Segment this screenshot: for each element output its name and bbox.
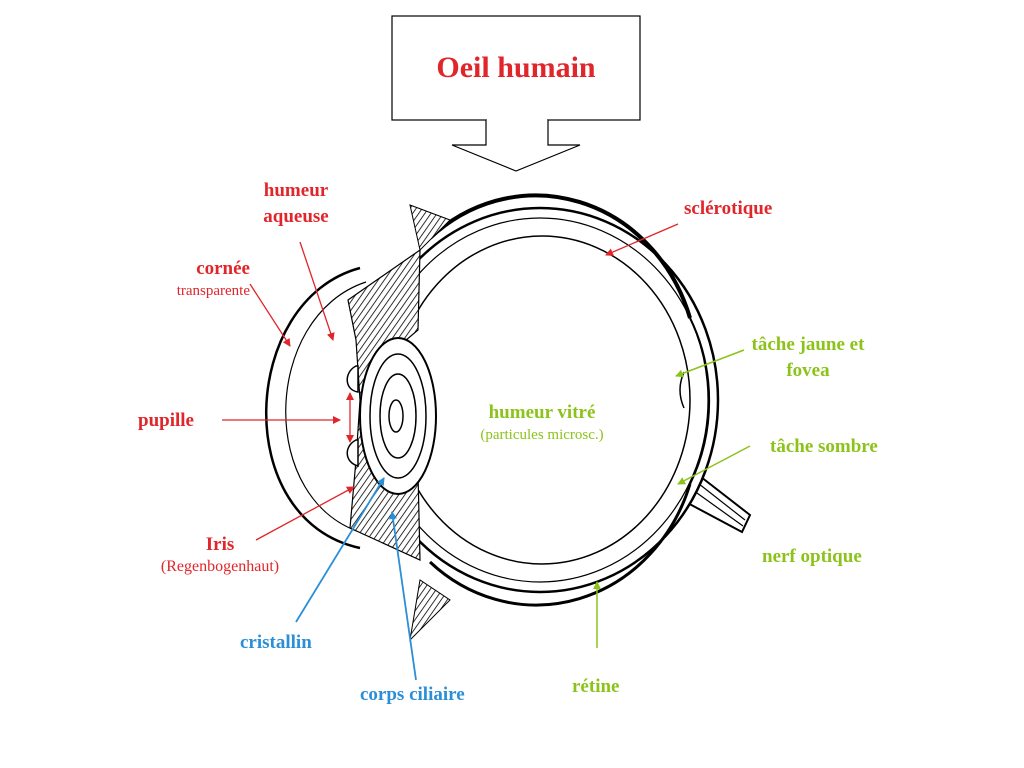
cornee-leader — [249, 283, 291, 347]
page-title: Oeil humain — [436, 51, 596, 84]
lens — [359, 337, 437, 495]
cornea — [265, 266, 361, 550]
label-humeur-vitre: humeur vitré (particules microsc.) — [462, 400, 622, 444]
humeur-vitre-sub-text: (particules microsc.) — [480, 427, 604, 443]
label-cornee: cornée transparente — [130, 256, 250, 300]
label-corps-ciliaire: corps ciliaire — [360, 682, 465, 708]
title-box: Oeil humain — [392, 16, 640, 120]
label-sclerotique: sclérotique — [684, 196, 772, 222]
label-pupille: pupille — [138, 408, 194, 434]
retine-text: rétine — [572, 676, 620, 697]
label-humeur-aqueuse: humeur aqueuse — [244, 178, 348, 230]
cristallin-leader — [295, 477, 385, 623]
tache-sombre-text: tâche sombre — [770, 436, 878, 457]
corps-ciliaire-leader — [389, 511, 417, 681]
humeur-aqueuse-text: humeur aqueuse — [263, 180, 329, 227]
nerf-optique-text: nerf optique — [762, 546, 862, 567]
label-tache-sombre: tâche sombre — [770, 434, 878, 460]
tache-jaune-leader — [675, 349, 745, 378]
label-retine: rétine — [572, 674, 619, 700]
cristallin-text: cristallin — [240, 632, 312, 653]
cornee-text: cornée — [196, 258, 250, 279]
iris-text: Iris — [205, 534, 235, 555]
iris-shape — [346, 365, 359, 393]
label-nerf-optique: nerf optique — [762, 544, 862, 570]
tache-jaune-text: tâche jaune et fovea — [751, 334, 865, 381]
sclerotique-text: sclérotique — [684, 198, 773, 219]
iris-sub-text: (Regenbogenhaut) — [160, 558, 280, 575]
title-callout — [391, 15, 641, 172]
humeur-vitre-text: humeur vitré — [488, 402, 596, 423]
label-iris: Iris (Regenbogenhaut) — [140, 532, 300, 576]
iris-leader — [255, 486, 355, 541]
label-cristallin: cristallin — [240, 630, 312, 656]
retina-band — [428, 193, 692, 319]
leader-lines — [222, 223, 751, 681]
pupille-text: pupille — [138, 410, 194, 431]
tache-sombre-leader — [677, 445, 751, 485]
label-tache-jaune: tâche jaune et fovea — [730, 332, 886, 384]
humeur-aqueuse-leader — [299, 241, 335, 341]
eye-drawing — [265, 193, 752, 642]
sclerotique-leader — [605, 223, 679, 256]
cornee-sub-text: transparente — [176, 283, 250, 299]
corps-ciliaire-text: corps ciliaire — [360, 684, 465, 705]
